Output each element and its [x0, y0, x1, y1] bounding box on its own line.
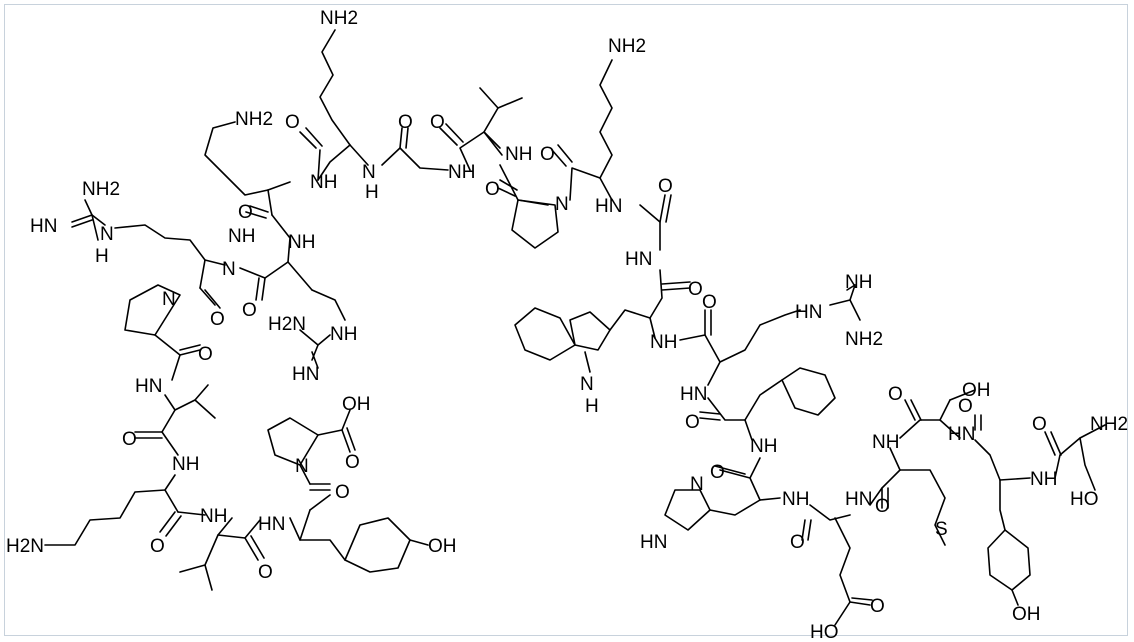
bond-lines	[44, 29, 1106, 626]
atom-label: HO	[810, 622, 839, 642]
atom-label: NH	[750, 436, 777, 457]
atom-label: N	[222, 259, 236, 280]
atom-label: NH2	[608, 36, 646, 57]
atom-label: HN	[258, 514, 285, 535]
atom-label: OH	[342, 394, 371, 415]
atom-label: O	[210, 309, 225, 330]
atom-label: HO	[1070, 489, 1099, 510]
atom-label: NH	[330, 324, 357, 345]
atom-label: O	[150, 536, 165, 557]
atom-label: HN	[625, 249, 652, 270]
atom-label: NH	[172, 454, 199, 475]
atom-label: S	[935, 519, 948, 540]
atom-label: O	[658, 176, 673, 197]
atom-label: HN	[30, 216, 57, 237]
atom-label: O	[242, 300, 257, 321]
atom-label: H	[365, 182, 379, 203]
atom-label: O	[540, 144, 555, 165]
atom-label: HN	[795, 302, 822, 323]
atom-label: O	[958, 396, 973, 417]
atom-label: NH	[650, 332, 677, 353]
atom-label: O	[122, 429, 137, 450]
atom-label: NH	[782, 489, 809, 510]
atom-label: O	[485, 179, 500, 200]
atom-label: O	[238, 202, 253, 223]
atom-label: OH	[1012, 604, 1041, 625]
atom-label: HN	[135, 376, 162, 397]
atom-label: O	[1032, 414, 1047, 435]
atom-label: N	[690, 474, 704, 495]
atom-label: HN	[292, 364, 319, 385]
atom-label: NH2	[235, 109, 273, 130]
atom-label: O	[688, 279, 703, 300]
atom-label: O	[710, 462, 725, 483]
atom-label: NH	[448, 162, 475, 183]
atom-label: NH	[505, 144, 532, 165]
atom-label: NH	[310, 172, 337, 193]
atom-label: NH	[228, 226, 255, 247]
atom-label: N	[555, 194, 569, 215]
atom-label: N	[295, 456, 309, 477]
atom-label: O	[702, 292, 717, 313]
atom-label: O	[888, 384, 903, 405]
atom-labels: NH2 O NH N H O NH O NH O N O NH2 HN O HN…	[6, 8, 1128, 642]
atom-label: HN	[680, 384, 707, 405]
atom-label: O	[430, 112, 445, 133]
atom-label: NH	[288, 232, 315, 253]
atom-label: NH	[845, 272, 872, 293]
atom-label: NH	[872, 432, 899, 453]
atom-label: NH2	[82, 179, 120, 200]
atom-label: N	[580, 374, 594, 395]
atom-label: O	[790, 532, 805, 553]
atom-label: O	[870, 596, 885, 617]
atom-label: O	[285, 112, 300, 133]
atom-label: N	[100, 224, 114, 245]
atom-label: O	[398, 112, 413, 133]
atom-label: N	[162, 289, 176, 310]
atom-label: HN	[595, 196, 622, 217]
atom-label: NH	[200, 506, 227, 527]
atom-label: H	[585, 396, 599, 417]
atom-label: NH2	[845, 329, 883, 350]
atom-label: O	[685, 412, 700, 433]
atom-label: O	[258, 562, 273, 583]
atom-label: O	[875, 496, 890, 517]
atom-label: H	[95, 246, 109, 267]
atom-label: H2N	[268, 314, 306, 335]
atom-label: HN	[845, 489, 872, 510]
atom-label: HN	[640, 532, 667, 553]
atom-label: OH	[962, 380, 991, 401]
atom-label: NH	[1030, 469, 1057, 490]
atom-label: NH2	[1090, 414, 1128, 435]
atom-label: HN	[948, 424, 975, 445]
atom-label: N	[362, 162, 376, 183]
atom-label: H2N	[6, 536, 44, 557]
atom-label: OH	[428, 536, 457, 557]
atom-label: O	[335, 482, 350, 503]
atom-label: O	[198, 344, 213, 365]
atom-label: O	[345, 452, 360, 473]
atom-label: NH2	[320, 8, 358, 29]
